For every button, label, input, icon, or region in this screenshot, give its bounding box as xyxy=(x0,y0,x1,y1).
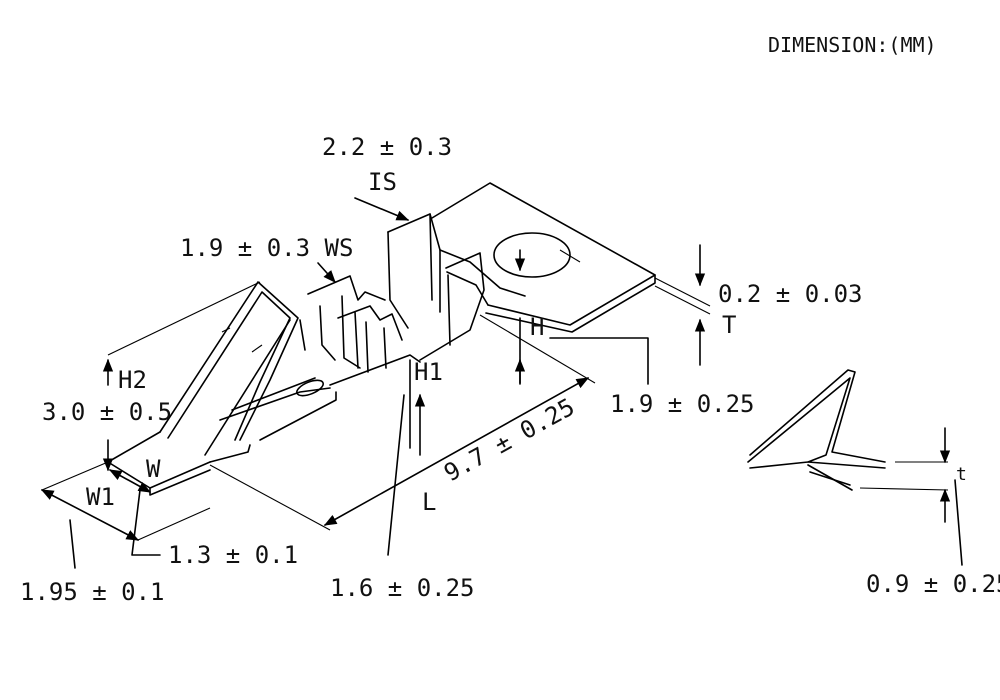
t-value-label: 0.2 ± 0.03 xyxy=(718,280,863,308)
is-value-label: 2.2 ± 0.3 xyxy=(322,133,452,161)
l-value-label: 9.7 ± 0.25 xyxy=(439,393,579,488)
h-value-label: 1.9 ± 0.25 xyxy=(610,390,755,418)
h2-value-label: 3.0 ± 0.5 xyxy=(42,398,172,426)
t-symbol-label: T xyxy=(722,311,736,339)
ws-label: 1.9 ± 0.3 WS xyxy=(180,234,353,262)
dimension-lines xyxy=(40,197,711,569)
h1-value-label: 1.6 ± 0.25 xyxy=(330,574,475,602)
w1-value-label: 1.95 ± 0.1 xyxy=(20,578,165,606)
terminal-body xyxy=(107,182,656,496)
l-symbol-label: L xyxy=(422,488,436,516)
is-symbol-label: IS xyxy=(368,168,397,196)
units-label: DIMENSION:(MM) xyxy=(768,33,937,57)
t-small-value-label: 0.9 ± 0.25 xyxy=(866,570,1000,598)
h-symbol-label: H xyxy=(530,313,544,341)
w1-symbol-label: W1 xyxy=(86,483,115,511)
w-symbol-label: W xyxy=(146,455,161,483)
h2-symbol-label: H2 xyxy=(118,366,147,394)
side-profile-view xyxy=(747,369,963,566)
stud-hole xyxy=(493,232,571,278)
t-small-symbol-label: t xyxy=(956,464,967,485)
dimension-labels: 2.2 ± 0.3 IS 1.9 ± 0.3 WS 0.2 ± 0.03 T H… xyxy=(20,133,1000,606)
w-value-label: 1.3 ± 0.1 xyxy=(168,541,298,569)
h1-symbol-label: H1 xyxy=(414,358,443,386)
